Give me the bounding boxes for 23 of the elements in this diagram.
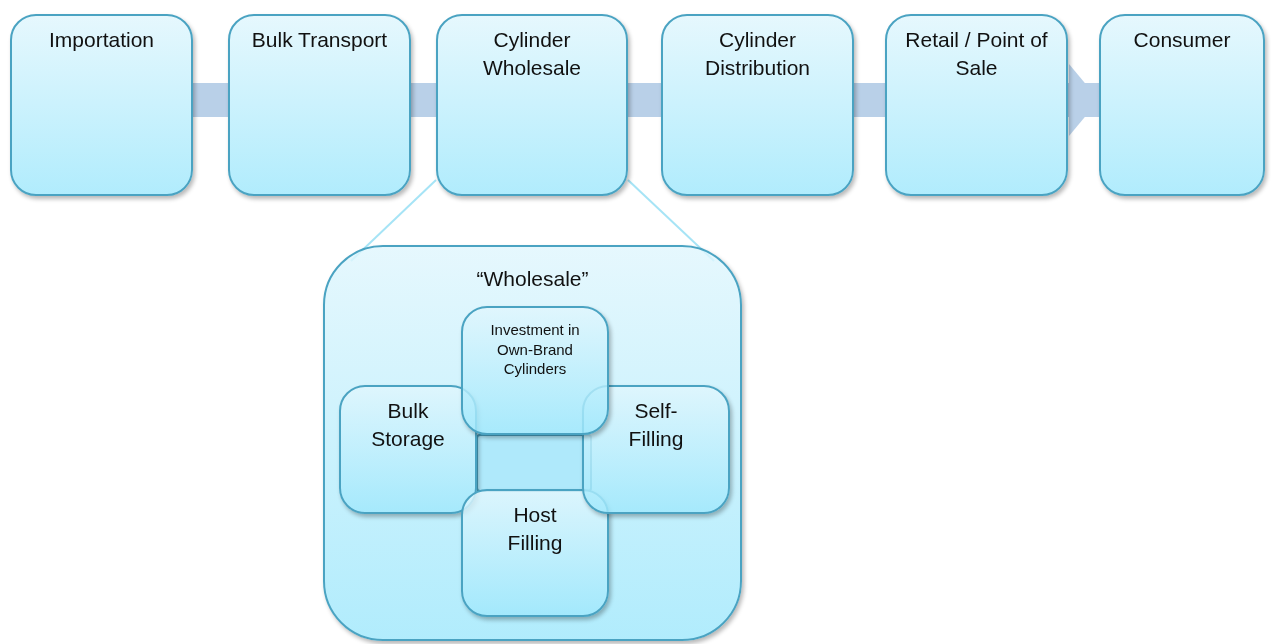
node-label: Consumer: [1133, 27, 1231, 53]
node-label: Bulk Storage: [370, 398, 446, 453]
node-label: Retail / Point of Sale: [904, 27, 1049, 82]
node-label: Host Filling: [506, 502, 564, 557]
process-box: [228, 14, 411, 196]
process-box: [461, 306, 609, 435]
process-box: [582, 385, 730, 514]
node-label: “Wholesale”: [476, 266, 589, 292]
node-label: Cylinder Wholesale: [481, 27, 583, 82]
node-label: Bulk Transport: [251, 27, 388, 53]
process-box: [339, 385, 477, 514]
process-box: [661, 14, 854, 196]
process-box: [461, 489, 609, 617]
node-label: Importation: [48, 27, 155, 53]
node-label: Investment in Own-Brand Cylinders: [489, 320, 581, 379]
process-box: [10, 14, 193, 196]
process-box: [1099, 14, 1265, 196]
arrow: [1068, 64, 1099, 136]
process-box: [436, 14, 628, 196]
process-box: [885, 14, 1068, 196]
node-label: Self-Filling: [627, 398, 685, 453]
node-label: Cylinder Distribution: [703, 27, 811, 82]
group-box: [323, 245, 742, 641]
